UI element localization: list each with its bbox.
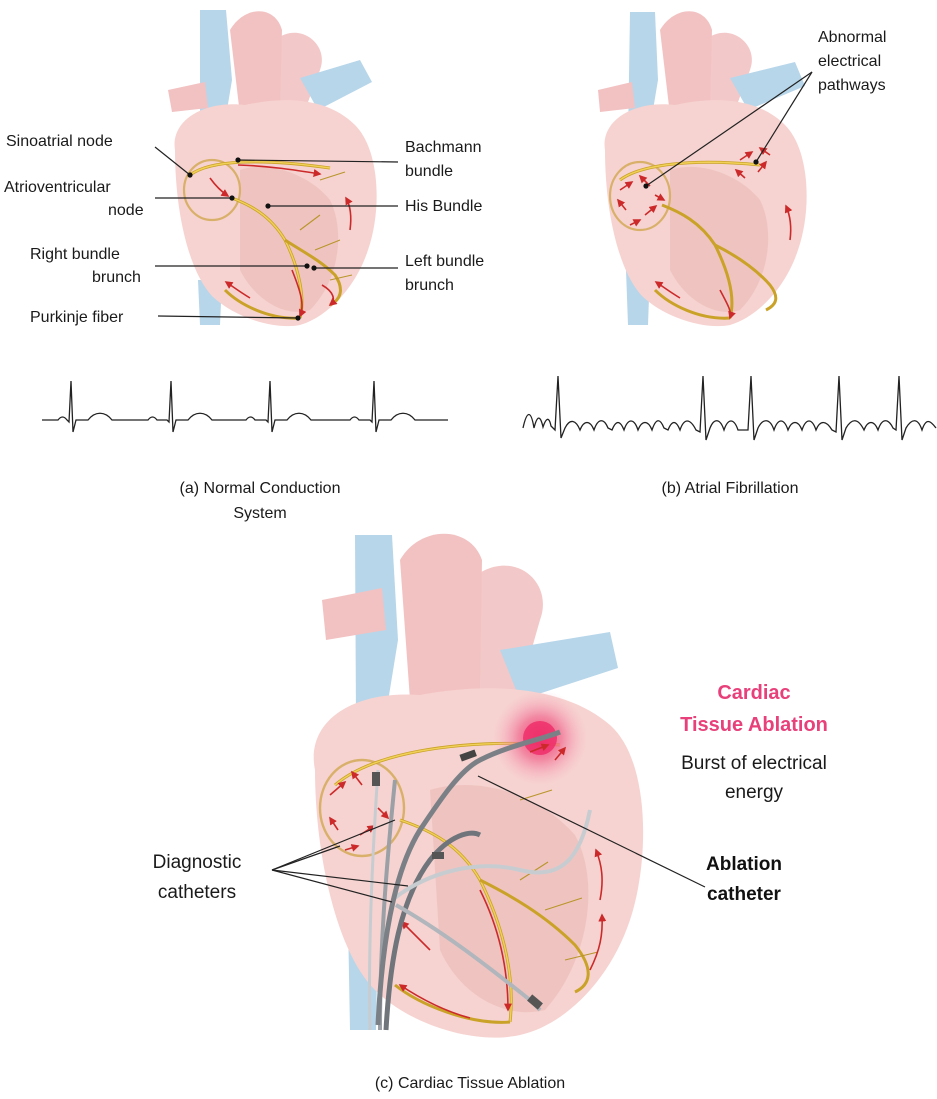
ecg-trace-afib <box>523 376 936 440</box>
heart-illustration-c <box>314 534 643 1038</box>
caption-a-line1: (a) Normal Conduction <box>180 480 341 497</box>
heart-illustration-b <box>598 11 807 326</box>
caption-c: (c) Cardiac Tissue Ablation <box>375 1075 565 1092</box>
label-left-bundle-line2: brunch <box>405 277 454 294</box>
caption-b: (b) Atrial Fibrillation <box>662 480 799 497</box>
label-ablation-line2: catheter <box>707 884 782 905</box>
desc-burst-line1: Burst of electrical <box>681 753 827 774</box>
label-bachmann-line2: bundle <box>405 163 453 180</box>
label-sinoatrial-node: Sinoatrial node <box>6 133 113 150</box>
caption-a-line2: System <box>233 505 286 522</box>
title-tissue-ablation: Tissue Ablation <box>680 714 828 736</box>
label-left-bundle-line1: Left bundle <box>405 253 484 270</box>
label-abnormal-line1: Abnormal <box>818 29 886 46</box>
label-his-bundle: His Bundle <box>405 198 482 215</box>
label-ablation-line1: Ablation <box>706 854 782 875</box>
label-av-node-line1: Atrioventricular <box>4 179 111 196</box>
label-diagnostic-line2: catheters <box>158 882 236 903</box>
label-abnormal-line2: electrical <box>818 53 881 70</box>
label-purkinje-fiber: Purkinje fiber <box>30 309 124 326</box>
label-right-bundle-line2: brunch <box>92 269 141 286</box>
label-bachmann-line1: Bachmann <box>405 139 482 156</box>
desc-burst-line2: energy <box>725 782 784 803</box>
label-av-node-line2: node <box>108 202 144 219</box>
heart-illustration-a <box>168 10 377 326</box>
ecg-trace-normal <box>42 381 448 432</box>
label-right-bundle-line1: Right bundle <box>30 246 120 263</box>
label-abnormal-line3: pathways <box>818 77 886 94</box>
label-diagnostic-line1: Diagnostic <box>153 852 242 873</box>
title-cardiac: Cardiac <box>717 682 790 704</box>
